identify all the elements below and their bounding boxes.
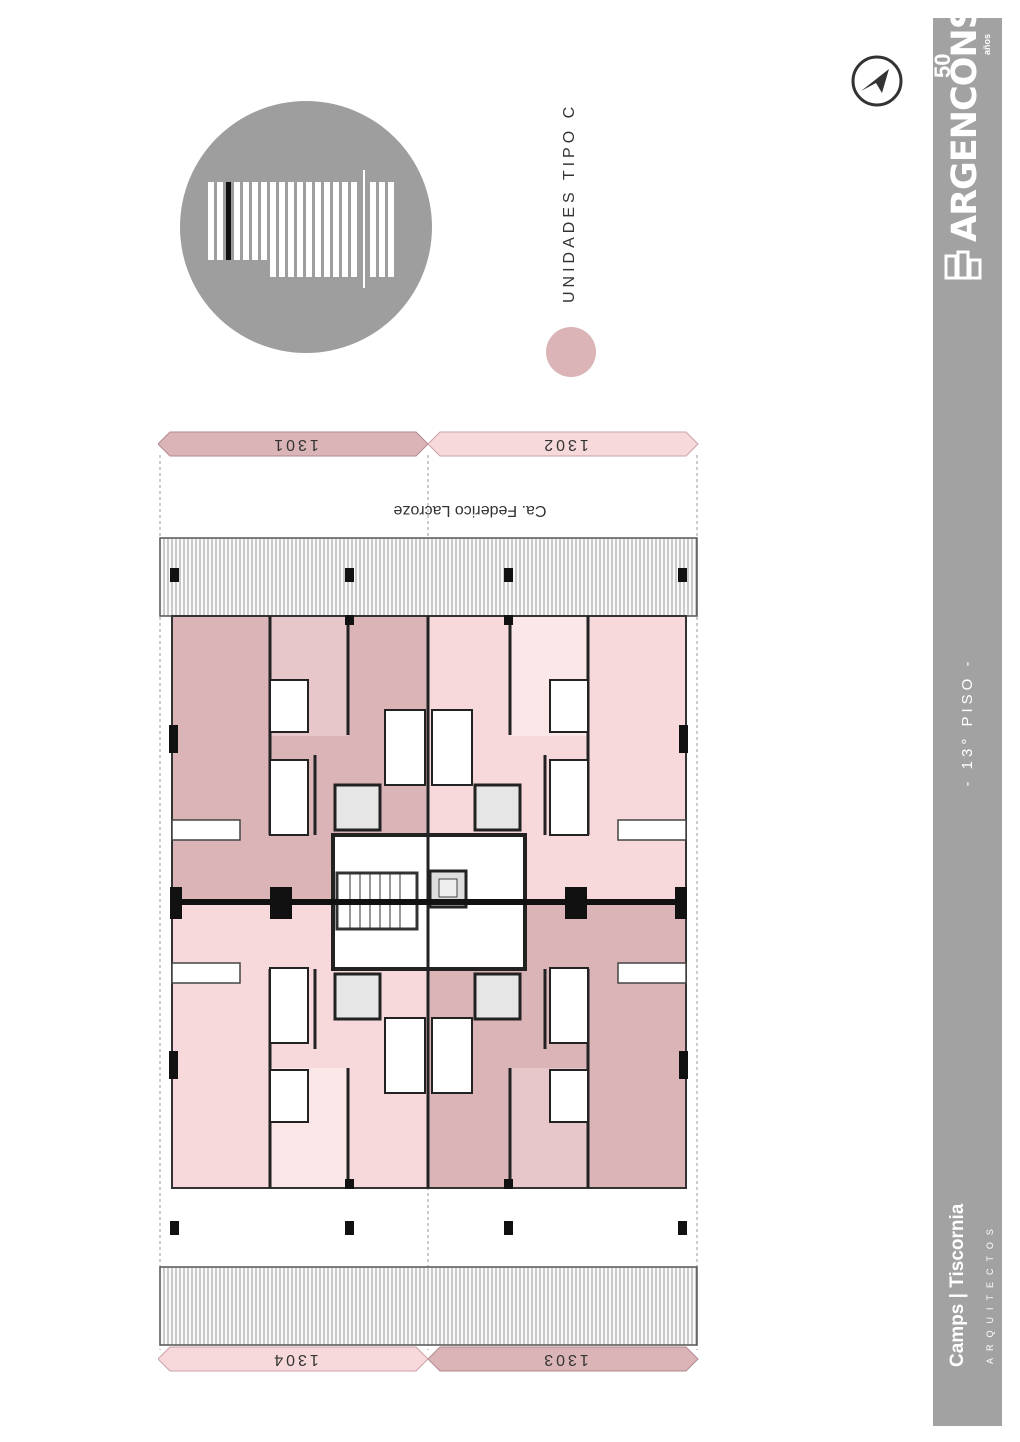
- top-unit-banners: [158, 431, 699, 457]
- bottom-unit-banners: [158, 1346, 699, 1372]
- unit-label-1304: 1304: [271, 1351, 319, 1368]
- legend-dot: [546, 327, 596, 377]
- unit-label-1303: 1303: [541, 1351, 589, 1368]
- balcony-bottom: [159, 1266, 698, 1346]
- building-logo-icon: [944, 250, 982, 280]
- brand-years: 50: [930, 53, 955, 78]
- floor-plan: [159, 455, 698, 1350]
- balcony-top: [159, 537, 698, 617]
- legend-label: UNIDADES TIPO C: [561, 102, 578, 303]
- unit-label-1301: 1301: [271, 436, 319, 453]
- unit-label-1302: 1302: [541, 436, 589, 453]
- key-plan: [180, 101, 432, 353]
- brand-years-suffix: años: [982, 33, 992, 55]
- architects-name: Camps | Tiscornia: [947, 1203, 968, 1367]
- floor-label: - 13° PISO -: [959, 657, 976, 787]
- north-arrow-icon: [851, 55, 903, 107]
- architects-subtitle: ARQUITECTOS: [985, 1222, 995, 1364]
